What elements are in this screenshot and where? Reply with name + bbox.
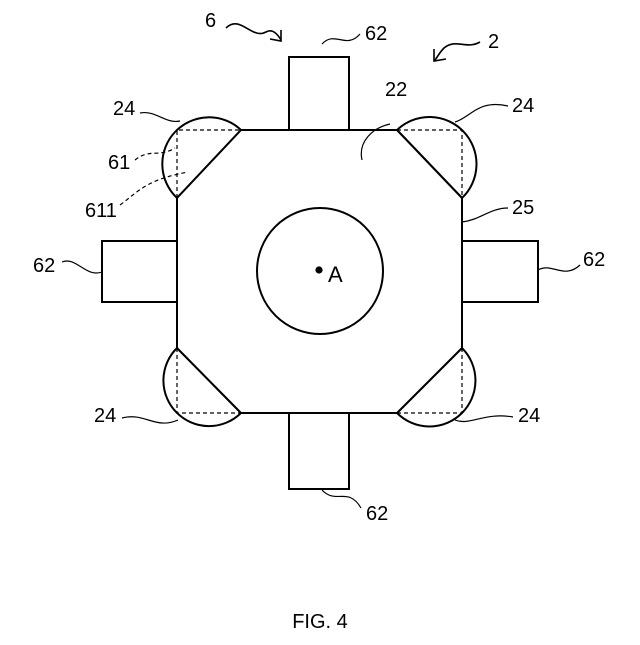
label-24-top-left: 24 <box>113 98 135 120</box>
leader-62-left <box>62 261 102 273</box>
label-6: 6 <box>205 10 216 32</box>
label-2: 2 <box>488 31 499 53</box>
label-24-top-right: 24 <box>512 95 534 117</box>
label-61: 61 <box>108 152 130 174</box>
label-a: A <box>328 262 343 287</box>
tab-left <box>102 241 177 302</box>
leader-24-bottom-right <box>455 416 513 422</box>
label-25: 25 <box>512 197 534 219</box>
label-24-bottom-left: 24 <box>94 405 116 427</box>
arrow-2 <box>435 42 480 60</box>
leader-62-bottom <box>322 490 361 508</box>
label-22: 22 <box>385 79 407 101</box>
tab-right <box>462 241 538 302</box>
leader-25 <box>462 208 508 222</box>
figure-caption: FIG. 4 <box>292 611 348 633</box>
label-62-top: 62 <box>365 23 387 45</box>
label-611: 611 <box>85 200 117 222</box>
leader-24-top-left <box>140 113 180 122</box>
leader-62-top <box>322 34 360 44</box>
leader-24-bottom-left <box>122 417 178 423</box>
center-point-dot <box>315 266 322 273</box>
arrow-6 <box>226 24 281 40</box>
leader-62-right <box>538 265 580 271</box>
label-62-right: 62 <box>583 249 605 271</box>
label-62-bottom: 62 <box>366 503 388 525</box>
leader-24-top-right <box>455 104 508 122</box>
label-24-bottom-right: 24 <box>518 405 540 427</box>
tab-top <box>289 57 349 131</box>
tab-bottom <box>289 412 349 489</box>
label-62-left: 62 <box>33 255 55 277</box>
